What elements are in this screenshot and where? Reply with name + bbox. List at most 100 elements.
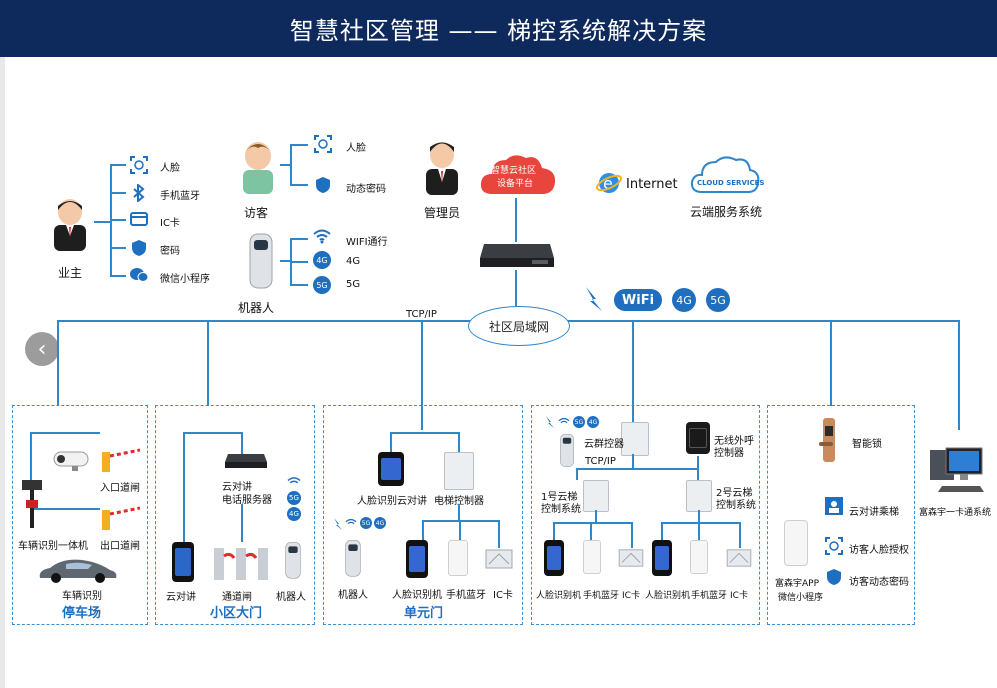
bullet-camera-icon [53,451,89,471]
group-controller-icon [621,422,649,456]
nvr-server-icon [480,244,554,267]
face-scan-icon [314,135,332,153]
owner-method-label: IC卡 [160,218,180,229]
ic-card-reader-icon [726,549,752,567]
face-device-label: 人脸识别机 [645,591,691,601]
community-lan-node: 社区局域网 [468,306,570,346]
owner-label: 业主 [58,266,83,280]
gate-section [155,405,315,625]
platform-label-line2: 设备平台 [497,179,534,189]
wireless-call-label-line2: 控制器 [714,448,744,459]
server-label-line2: 电话服务器 [222,495,272,506]
elevator-section [531,405,760,625]
smart-lock-label: 智能锁 [852,439,882,450]
page-title: 智慧社区管理 —— 梯控系统解决方案 [0,0,997,57]
wifi-icon [345,518,357,525]
face-recognition-device-icon [652,540,672,576]
bluetooth-reader-icon [583,540,601,574]
face-device-label: 人脸识别机 [536,591,582,601]
barrier-gate-icon [102,506,140,530]
4g-badge-icon: 4G [672,288,696,312]
wifi-icon [287,477,301,484]
ctrl2-label-line2: 控制系统 [716,500,756,511]
4g-badge-icon: 4G [587,416,599,428]
turnstile-label: 通道闸 [222,592,252,603]
ic-card-reader-icon [485,549,513,569]
5g-badge-icon: 5G [287,491,301,505]
robot-method-label: WIFI通行 [346,237,388,248]
owner-avatar-icon [54,199,86,251]
gate-robot-label: 机器人 [276,592,306,603]
face-scan-icon [825,537,843,555]
face-device-label: 人脸识别机 [392,590,442,601]
4g-badge-icon: 4G [313,251,331,269]
5g-badge-icon: 5G [360,517,372,529]
ctrl1-label-line2: 控制系统 [541,504,581,515]
wifi-icon [558,417,570,424]
unit-section [323,405,523,625]
smartphone-icon [784,520,808,566]
robot-icon [345,540,361,577]
prev-slide-button[interactable]: ‹ [25,332,59,366]
robot-icon [249,233,273,289]
elevator-controller-icon [444,452,474,490]
wireless-call-controller-icon [686,422,710,454]
visitor-password-label: 访客动态密码 [849,577,909,588]
ctrl2-label-line1: 2号云梯 [716,488,753,499]
4g-badge-icon: 4G [374,517,386,529]
svg-text:e: e [603,174,613,193]
bluetooth-icon [133,184,145,202]
lightning-icon [586,287,602,311]
admin-label: 管理员 [424,206,461,220]
5g-badge-icon: 5G [313,276,331,294]
owner-method-label: 密码 [160,246,180,257]
admin-avatar-icon [426,142,458,195]
visitor-method-label: 人脸 [346,143,366,154]
elevator-controller-label: 电梯控制器 [434,496,484,507]
cloud-services-badge: CLOUD SERVICES [697,179,765,187]
internet-explorer-icon: e [596,173,622,193]
ic-card-icon [130,212,148,226]
vehicle-recognition-label: 车辆识别 [62,591,102,602]
ic-label: IC卡 [493,590,513,601]
intercom-label: 云对讲 [166,592,196,603]
wifi-icon [313,229,331,244]
robot-label: 机器人 [238,301,275,315]
face-intercom-device-icon [378,452,404,486]
robot-method-label: 4G [346,256,361,267]
robot-method-label: 5G [346,279,361,290]
bluetooth-label: 手机蓝牙 [446,590,486,601]
bluetooth-reader-icon [448,540,468,576]
lightning-icon [334,518,342,530]
ic-label: IC卡 [622,591,640,601]
cloud-elevator-label: 云对讲乘梯 [849,507,899,518]
visitor-face-label: 访客人脸授权 [849,545,909,556]
elevator-controller-1-icon [583,480,609,512]
computer-icon [930,447,984,492]
robot-icon [560,433,574,467]
bluetooth-label: 手机蓝牙 [583,591,620,601]
intercom-server-icon [225,454,267,468]
card-system-label: 富森宇一卡通系统 [919,508,992,518]
ic-label: IC卡 [730,591,748,601]
dynamic-password-icon [827,569,841,585]
face-recognition-device-icon [406,540,428,578]
lightning-icon [546,416,554,428]
visitor-method-label: 动态密码 [346,184,386,195]
bluetooth-label: 手机蓝牙 [691,591,728,601]
left-edge-strip [0,57,5,688]
face-intercom-label: 人脸识别云对讲 [357,496,427,507]
app-label-line2: 微信小程序 [778,593,824,603]
chevron-left-icon: ‹ [37,336,47,362]
platform-label-line1: 智慧云社区 [491,166,537,176]
exit-gate-label: 出口道闸 [100,541,140,552]
tcpip-label: TCP/IP [406,309,437,320]
ic-card-reader-icon [618,549,644,567]
parking-section [12,405,148,625]
visitor-label: 访客 [244,206,269,220]
face-recognition-device-icon [544,540,564,576]
elevator-tcpip-label: TCP/IP [585,456,616,467]
dynamic-password-icon [316,177,330,193]
car-icon [39,559,117,583]
turnstile-icon [214,548,268,580]
